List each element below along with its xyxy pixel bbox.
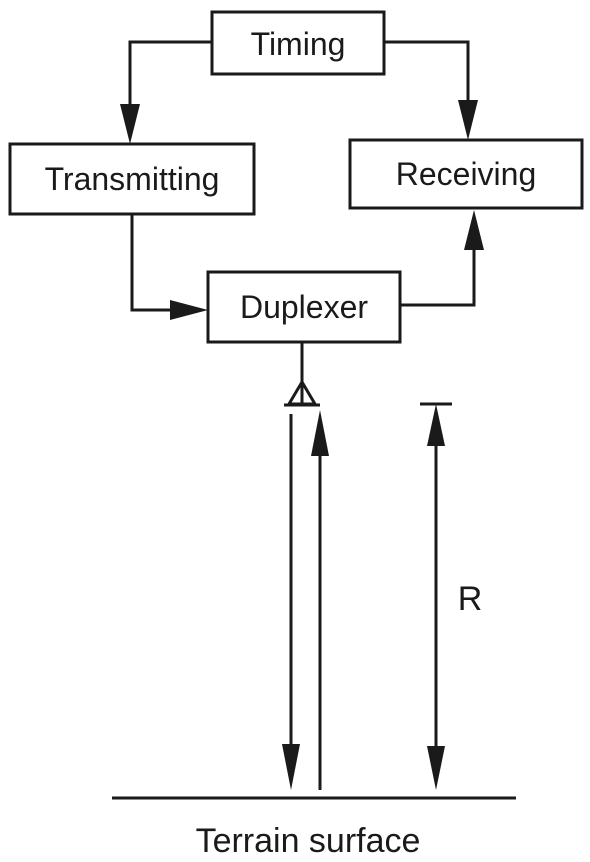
terrain-surface-label: Terrain surface: [196, 822, 421, 860]
reflected-signal-arrow: [311, 410, 329, 790]
timing-block: Timing: [210, 10, 386, 76]
transmitting-to-duplexer-arrow: [130, 214, 208, 320]
timing-to-receiving-arrow: [384, 40, 478, 140]
timing-label: Timing: [251, 26, 346, 62]
duplexer-block: Duplexer: [206, 270, 402, 344]
receiving-label: Receiving: [396, 156, 537, 192]
duplexer-to-receiving-arrow: [400, 210, 484, 307]
antenna-icon: [284, 342, 320, 407]
duplexer-label: Duplexer: [240, 289, 368, 325]
receiving-block: Receiving: [348, 138, 584, 210]
transmitting-block: Transmitting: [8, 142, 256, 216]
transmitted-signal-arrow: [282, 414, 300, 790]
range-dimension-arrow: [420, 402, 452, 790]
transmitting-label: Transmitting: [45, 161, 220, 197]
range-label: R: [458, 580, 483, 618]
timing-to-transmitting-arrow: [120, 40, 212, 144]
